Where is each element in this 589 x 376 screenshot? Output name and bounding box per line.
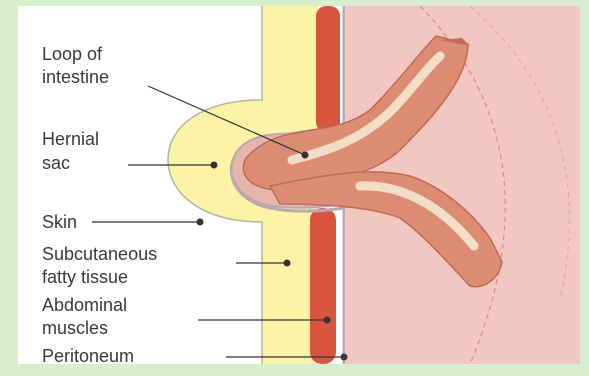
label-abdominal-muscles-2: muscles	[42, 318, 108, 338]
marker-abdominal-muscles	[324, 317, 331, 324]
label-hernial-sac-2: sac	[42, 153, 70, 173]
marker-peritoneum	[341, 354, 348, 361]
marker-hernial-sac	[211, 162, 218, 169]
label-subcutaneous-1: Subcutaneous	[42, 244, 157, 264]
label-skin: Skin	[42, 212, 77, 232]
label-abdominal-muscles-1: Abdominal	[42, 295, 127, 315]
muscle-upper	[316, 6, 340, 132]
label-subcutaneous-2: fatty tissue	[42, 267, 128, 287]
label-hernial-sac-1: Hernial	[42, 129, 99, 149]
muscle-lower	[310, 208, 336, 364]
marker-skin	[197, 219, 204, 226]
label-loop-of-intestine-1: Loop of	[42, 44, 103, 64]
marker-subcutaneous	[284, 260, 291, 267]
label-peritoneum: Peritoneum	[42, 346, 134, 366]
marker-loop-of-intestine	[302, 152, 309, 159]
label-loop-of-intestine-2: intestine	[42, 67, 109, 87]
